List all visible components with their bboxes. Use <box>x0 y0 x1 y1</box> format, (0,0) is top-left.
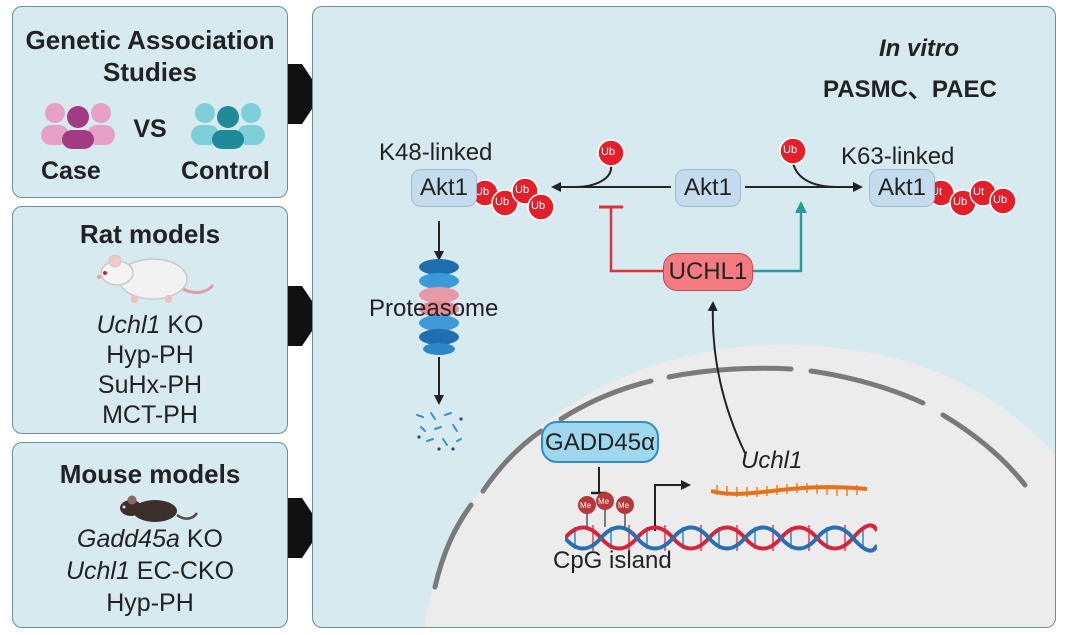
chevron-arrow-3 <box>288 498 322 558</box>
peptide-fragments-icon <box>416 412 463 451</box>
me-label-3: Me <box>618 501 630 510</box>
mrna-strand-icon <box>710 483 868 497</box>
methyl-groups <box>578 492 634 527</box>
mouse-gene2-name: Uchl1 <box>65 557 130 585</box>
ub-label-k63-3: Ut <box>973 186 984 198</box>
mouse-gene2-line: Uchl1 EC-CKO <box>13 557 287 586</box>
main-mechanism-panel: Me Me Me Ub Ub Ub Ub Ub Ub Ut Ub Ut Ub A… <box>312 6 1056 628</box>
control-label: Control <box>181 157 270 185</box>
rat-model-3: MCT-PH <box>102 401 198 429</box>
rat-icon <box>97 254 215 303</box>
k63-linked-label: K63-linked <box>841 143 955 170</box>
ub-label-k63-2: Ub <box>953 196 968 208</box>
mouse-models-panel: Mouse models Gadd45a KO Uchl1 EC-CKO Hyp… <box>12 442 288 628</box>
mouse-gene2-suffix: EC-CKO <box>129 557 235 585</box>
rat-model-2: SuHx-PH <box>97 371 203 399</box>
case-people-icon <box>41 103 115 149</box>
me-label-1: Me <box>580 501 592 510</box>
dna-helix-icon <box>565 523 877 553</box>
rat-model-1: Hyp-PH <box>106 341 194 369</box>
chevron-arrow-2 <box>288 286 322 346</box>
proteasome-label: Proteasome <box>369 295 499 322</box>
akt1-k48-pill: Akt1 <box>411 169 477 207</box>
ub-label-free-left: Ub <box>601 146 616 158</box>
ub-label-k63-4: Ub <box>993 194 1008 206</box>
gadd45a-pill: GADD45α <box>541 421 659 463</box>
vs-label: VS <box>133 115 167 143</box>
ub-label-k48-2: Ub <box>495 196 510 208</box>
mouse-icon <box>120 495 199 522</box>
mouse-gene1-suffix: KO <box>179 525 223 553</box>
proteasome-icon <box>419 259 459 355</box>
rat-gene-line: Uchl1 KO <box>13 311 287 340</box>
genetic-title-line2: Studies <box>103 57 197 87</box>
in-vitro-label: In vitro <box>879 35 960 62</box>
pathway-arrows <box>434 162 863 531</box>
cpg-island-label: CpG island <box>553 547 672 574</box>
mouse-models-title: Mouse models <box>59 459 241 489</box>
mouse-model: Hyp-PH <box>106 589 194 617</box>
control-people-icon <box>191 103 265 149</box>
ub-label-k48-3: Ub <box>515 184 530 196</box>
rat-models-panel: Rat models Uchl1 KO Hyp-PH SuHx-PH MCT-P… <box>12 206 288 434</box>
genetic-association-panel: Genetic Association Studies VS Case Cont… <box>12 6 288 198</box>
ub-label-k48-4: Ub <box>531 200 546 212</box>
ub-label-free-right: Ub <box>783 144 798 156</box>
akt1-center-pill: Akt1 <box>675 169 741 207</box>
ub-label-k48-1: Ub <box>475 186 490 198</box>
rat-gene-name: Uchl1 <box>96 311 161 339</box>
akt1-k63-pill: Akt1 <box>869 169 935 207</box>
rat-models-title: Rat models <box>79 219 221 249</box>
case-label: Case <box>41 157 101 185</box>
uchl1-gene-label: Uchl1 <box>741 447 803 474</box>
chevron-arrow-1 <box>288 64 322 124</box>
mouse-gene1-name: Gadd45a <box>77 525 180 553</box>
rat-gene-suffix: KO <box>160 311 204 339</box>
k48-linked-label: K48-linked <box>379 139 493 166</box>
ub-label-k63-1: Ut <box>931 186 942 198</box>
cells-label: PASMC、PAEC <box>823 76 997 103</box>
nucleus-shape <box>425 345 1055 627</box>
mouse-gene1-line: Gadd45a KO <box>13 525 287 554</box>
genetic-title-line1: Genetic Association <box>25 25 275 55</box>
uchl1-protein-pill: UCHL1 <box>663 253 753 291</box>
ubiquitin-balls <box>471 137 1017 221</box>
me-label-2: Me <box>598 497 610 506</box>
